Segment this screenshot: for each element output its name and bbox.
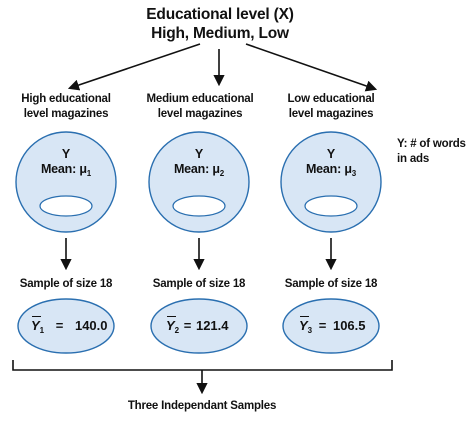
sample-mean-medium: Y2 = 121.4: [166, 316, 229, 335]
population-mean-low: Mean: μ3: [281, 162, 381, 181]
arrow-to-low: [245, 43, 378, 92]
group-label-medium-line2: level magazines: [157, 107, 243, 120]
diagram-title: Educational level (X) High, Medium, Low: [0, 5, 440, 43]
ybar-letter-medium: Y: [166, 318, 175, 333]
sample-mean-value-low: 106.5: [332, 318, 366, 333]
population-var-low: Y: [326, 147, 336, 161]
population-var-high: Y: [61, 147, 71, 161]
sample-ellipse-medium: [150, 298, 248, 354]
group-label-high-line1: High educational: [21, 93, 111, 105]
side-note: Y: # of words in ads: [397, 137, 466, 166]
side-note-line1: Y: # of words: [397, 138, 466, 150]
ybar-symbol-low: Y: [299, 316, 309, 333]
title-line1: Educational level (X): [146, 6, 294, 23]
group-label-low-line1: Low educational: [287, 93, 375, 105]
population-text-low: Y Mean: μ3: [281, 147, 381, 181]
equals-sign-high: =: [55, 318, 64, 333]
group-label-low: Low educational level magazines: [271, 92, 391, 121]
sample-ellipse-high: [17, 298, 115, 354]
group-label-low-line2: level magazines: [288, 107, 374, 120]
group-label-high: High educational level magazines: [6, 92, 126, 121]
mean-sub-medium: 2: [219, 169, 225, 178]
side-note-line2: in ads: [397, 152, 430, 165]
sample-label-high: Sample of size 18: [19, 278, 113, 290]
sample-mean-value-medium: 121.4: [195, 318, 229, 333]
equals-sign-medium: =: [183, 318, 192, 333]
population-text-high: Y Mean: μ1: [16, 147, 116, 181]
sample-mean-value-high: 140.0: [74, 318, 108, 333]
ybar-sub-high: 1: [39, 326, 45, 335]
ybar-letter-high: Y: [31, 318, 40, 333]
population-mean-medium: Mean: μ2: [149, 162, 249, 181]
inner-ellipse-medium: [172, 195, 226, 217]
inner-ellipse-low: [304, 195, 358, 217]
mean-label-high: Mean: μ: [40, 162, 87, 176]
population-text-medium: Y Mean: μ2: [149, 147, 249, 181]
arrow-to-high: [67, 43, 201, 91]
bracket: [12, 360, 393, 371]
ybar-symbol-medium: Y: [166, 316, 176, 333]
ybar-symbol-high: Y: [31, 316, 41, 333]
group-label-medium: Medium educational level magazines: [134, 92, 266, 121]
sample-mean-high: Y1 = 140.0: [31, 316, 108, 335]
mean-sub-high: 1: [86, 169, 92, 178]
sample-ellipse-low: [282, 298, 380, 354]
title-line2: High, Medium, Low: [151, 25, 289, 42]
sample-label-low: Sample of size 18: [284, 278, 378, 290]
group-label-medium-line1: Medium educational: [146, 93, 254, 105]
mean-sub-low: 3: [351, 169, 357, 178]
footer-label: Three Independant Samples: [127, 400, 277, 412]
population-mean-high: Mean: μ1: [16, 162, 116, 181]
inner-ellipse-high: [39, 195, 93, 217]
sample-mean-low: Y3 = 106.5: [299, 316, 366, 335]
equals-sign-low: =: [318, 318, 327, 333]
ybar-letter-low: Y: [299, 318, 308, 333]
ybar-sub-medium: 2: [174, 326, 180, 335]
mean-label-low: Mean: μ: [305, 162, 352, 176]
population-var-medium: Y: [194, 147, 204, 161]
sample-label-medium: Sample of size 18: [152, 278, 246, 290]
group-label-high-line2: level magazines: [23, 107, 109, 120]
mean-label-medium: Mean: μ: [173, 162, 220, 176]
ybar-sub-low: 3: [307, 326, 313, 335]
